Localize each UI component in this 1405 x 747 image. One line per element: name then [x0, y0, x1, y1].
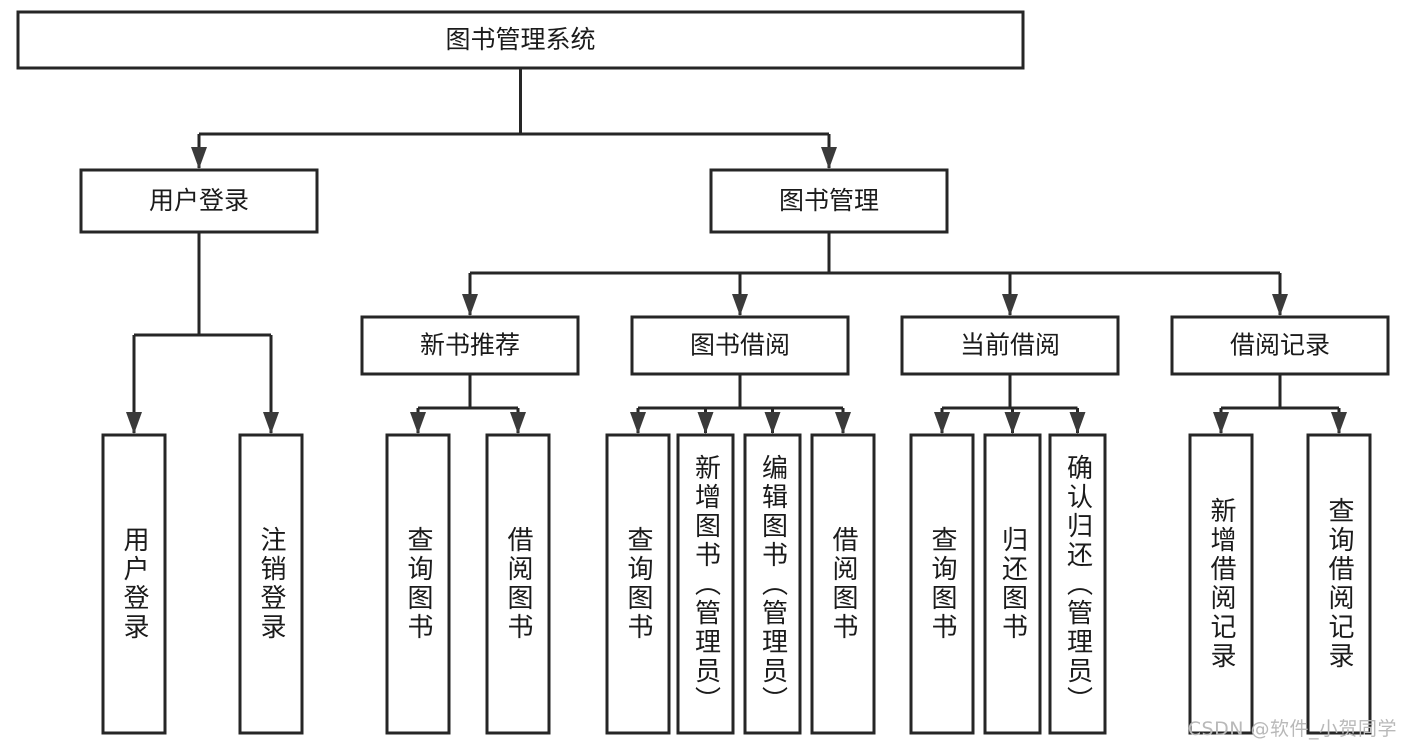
node-box-leaf-logout[interactable] — [238, 433, 304, 735]
arrow-head-icon — [1004, 412, 1021, 434]
node-box-leaf-query-book-1[interactable] — [385, 433, 451, 735]
arrow-head-icon — [1002, 294, 1018, 316]
node-label-book-borrow: 图书借阅 — [690, 331, 790, 360]
arrow-head-icon — [1213, 412, 1229, 434]
node-box-leaf-add-record[interactable] — [1188, 433, 1254, 735]
arrow-head-icon — [697, 412, 714, 434]
node-box-book-borrow[interactable] — [630, 315, 850, 376]
node-box-leaf-query-book-3[interactable] — [909, 433, 975, 735]
node-box-user-login[interactable] — [79, 168, 319, 234]
node-boxes — [16, 10, 1390, 735]
node-label-book-manage: 图书管理 — [779, 186, 879, 215]
node-box-leaf-borrow-book-1[interactable] — [485, 433, 551, 735]
arrow-head-icon — [732, 294, 748, 316]
node-box-leaf-user-login[interactable] — [101, 433, 167, 735]
arrow-head-icon — [510, 412, 526, 434]
node-box-leaf-query-record[interactable] — [1306, 433, 1372, 735]
node-label-new-book-recommend: 新书推荐 — [420, 331, 520, 360]
arrow-head-icon — [1331, 412, 1347, 434]
node-box-leaf-confirm-return[interactable] — [1048, 433, 1107, 735]
node-label-borrow-record: 借阅记录 — [1230, 331, 1330, 360]
arrow-head-icon — [410, 412, 426, 434]
node-box-current-borrow[interactable] — [900, 315, 1120, 376]
arrow-head-icon — [1069, 412, 1086, 434]
arrow-head-icon — [934, 412, 950, 434]
csdn-watermark: CSDN @软件_小贺同学 — [1187, 718, 1397, 740]
node-box-leaf-return-book[interactable] — [983, 433, 1042, 735]
arrow-head-icon — [821, 147, 837, 169]
node-label-user-login: 用户登录 — [149, 186, 249, 215]
arrow-head-icon — [462, 294, 478, 316]
node-box-book-manage[interactable] — [709, 168, 949, 234]
node-box-borrow-record[interactable] — [1170, 315, 1390, 376]
arrow-head-icon — [630, 412, 646, 434]
arrow-head-icon — [764, 412, 781, 434]
node-box-leaf-query-book-2[interactable] — [605, 433, 671, 735]
node-label-current-borrow: 当前借阅 — [960, 331, 1060, 360]
node-box-leaf-edit-book[interactable] — [743, 433, 802, 735]
node-box-leaf-add-book[interactable] — [676, 433, 735, 735]
arrow-head-icon — [263, 412, 279, 434]
node-label-root: 图书管理系统 — [445, 25, 595, 54]
node-box-leaf-borrow-book-2[interactable] — [810, 433, 876, 735]
node-box-new-book-recommend[interactable] — [360, 315, 580, 376]
arrow-head-icon — [126, 412, 142, 434]
arrow-head-icon — [191, 147, 207, 169]
connector-lines — [126, 68, 1347, 434]
arrow-head-icon — [835, 412, 851, 434]
arrow-head-icon — [1272, 294, 1288, 316]
node-box-root[interactable] — [16, 10, 1025, 70]
